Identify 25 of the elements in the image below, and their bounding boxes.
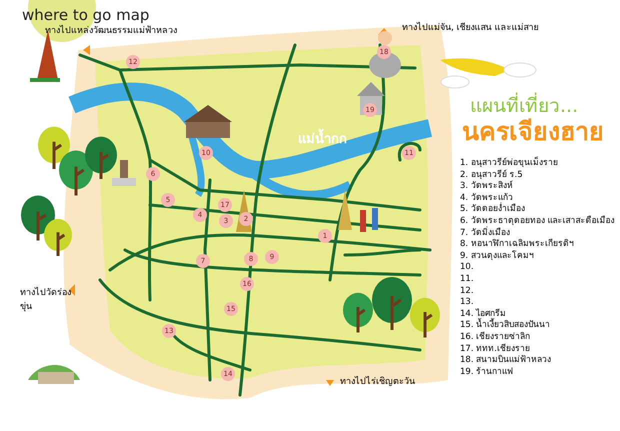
legend-item: 19. ร้านกาแฟ xyxy=(460,366,514,378)
legend-item: 5. วัดดอยง่ำเมือง xyxy=(460,204,526,216)
direction-label: ทางไปวัดร่องขุ่น xyxy=(20,286,72,314)
legend-item: 6. วัดพระธาตุดอยทอง และเสาสะดือเมือง xyxy=(460,216,615,226)
legend-item: 15. น้ำเงี้ยวสิบสองปันนา xyxy=(460,320,552,332)
legend-item: 14. ไอศกรีม xyxy=(460,308,506,319)
legend-item: 12. xyxy=(460,286,475,298)
legend-item: 7. วัดมิ่งเมือง xyxy=(460,228,511,238)
map-heading: นครเจียงฮาย xyxy=(462,116,604,148)
legend-item: 2. อนุสาวรีย์ ร.5 xyxy=(460,170,524,180)
legend-item: 17. ททท.เชียงราย xyxy=(460,344,531,355)
legend-item: 3. วัดพระสิงห์ xyxy=(460,181,514,193)
legend-item: 13. xyxy=(460,297,475,309)
legend-item: 10. xyxy=(460,262,475,274)
legend-item: 11. xyxy=(460,274,475,286)
direction-label: ทางไปแม่จัน, เชียงแสน และแม่สาย xyxy=(402,22,539,35)
river-label: แม่น้ำกก xyxy=(298,130,347,150)
legend-item: 16. เชียงรายซ่าลิก xyxy=(460,332,532,344)
direction-label: ทางไปแหล่งวัฒนธรรมแม่ฟ้าหลวง xyxy=(45,25,177,38)
legend-item: 8. หอนาฬิกาเฉลิมพระเกียรติฯ xyxy=(460,239,575,250)
legend-item: 4. วัดพระแก้ว xyxy=(460,192,513,203)
legend-item: 9. สวนตุงและโคมฯ xyxy=(460,250,535,262)
direction-label: ทางไปไร่เชิญตะวัน xyxy=(340,376,416,389)
legend-item: 18. สนามบินแม่ฟ้าหลวง xyxy=(460,355,552,367)
legend-item: 1. อนุสาวรีย์พ่อขุนเม็งราย xyxy=(460,158,559,170)
